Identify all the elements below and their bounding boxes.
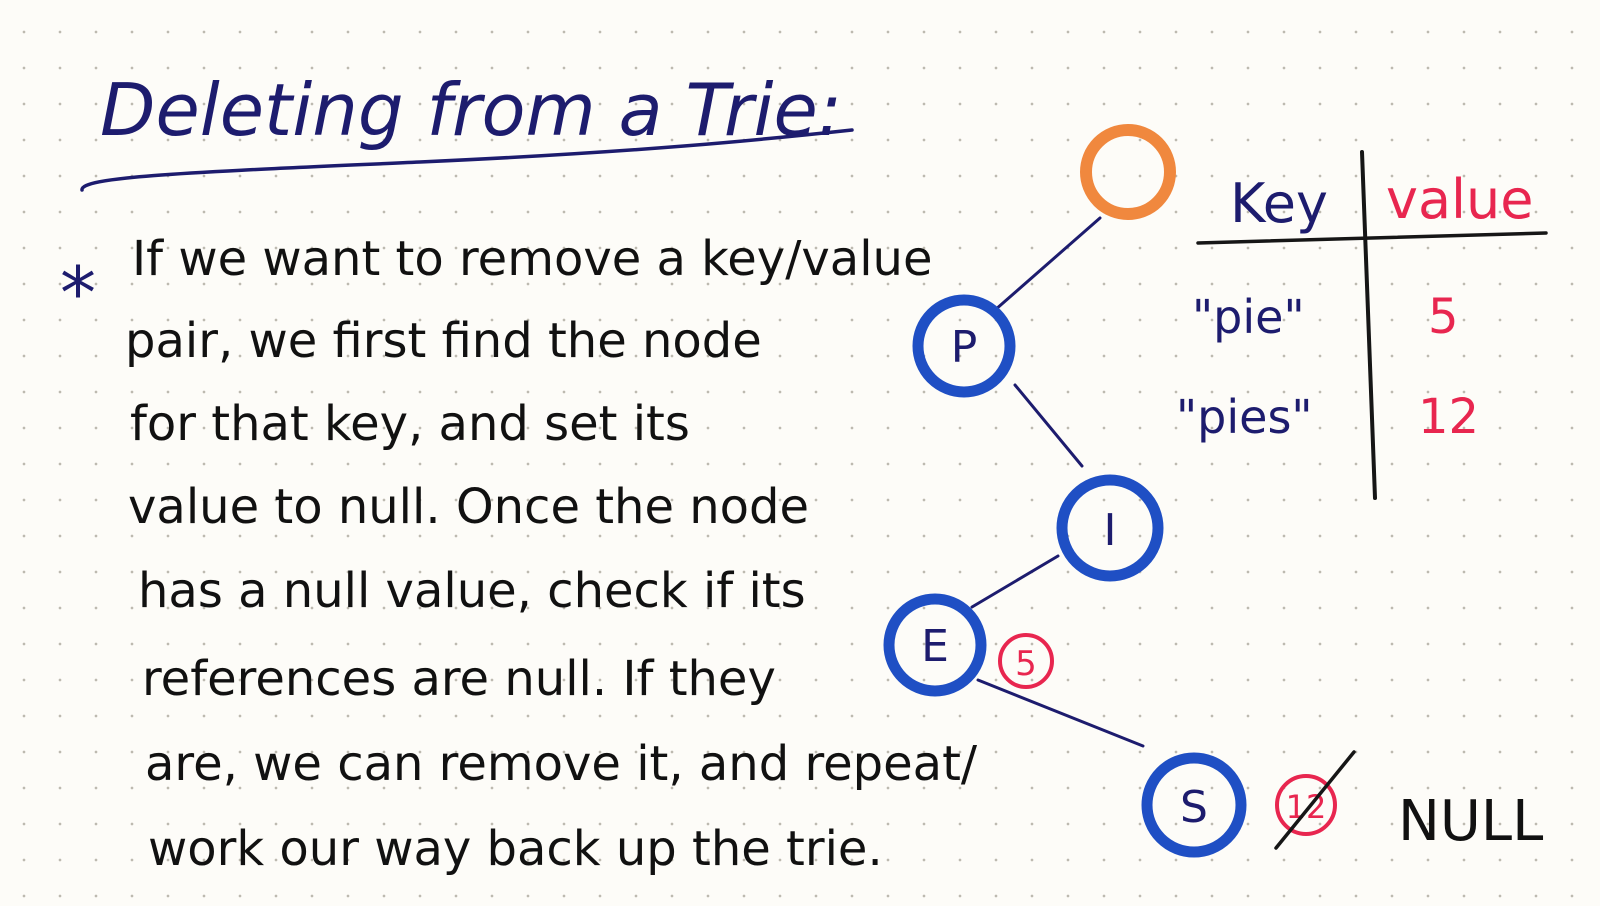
node-circle bbox=[1056, 474, 1164, 582]
body-line: for that key, and set its bbox=[130, 396, 690, 452]
trie-edges bbox=[970, 216, 1145, 748]
badge-circle bbox=[998, 633, 1054, 689]
null-label: NULL bbox=[1398, 789, 1543, 854]
body-line: If we want to remove a key/value bbox=[132, 231, 932, 287]
node-label-p: P bbox=[951, 322, 978, 373]
table-header-rule bbox=[1196, 231, 1548, 245]
body-line: work our way back up the trie. bbox=[148, 821, 883, 877]
table-value-header: value bbox=[1386, 168, 1534, 231]
cross-out-stroke bbox=[1274, 750, 1356, 850]
node-circle bbox=[883, 593, 987, 697]
trie-node-e: E bbox=[883, 593, 987, 697]
node-label-e: E bbox=[921, 621, 949, 672]
node-label-s: S bbox=[1180, 782, 1208, 833]
trie-root-node bbox=[1080, 124, 1176, 220]
body-line: pair, we first find the node bbox=[125, 313, 762, 369]
body-line: references are null. If they bbox=[142, 651, 776, 707]
node-label-i: I bbox=[1104, 505, 1117, 556]
table-row-key: "pies" bbox=[1176, 390, 1313, 444]
trie-node-i: I bbox=[1056, 474, 1164, 582]
node-circle bbox=[1141, 752, 1247, 858]
value-badge-s: 12 bbox=[1274, 750, 1356, 850]
key-value-table: Key value "pie" 5 "pies" 12 bbox=[1176, 150, 1548, 500]
body-line: value to null. Once the node bbox=[128, 479, 809, 535]
title-underline bbox=[80, 128, 854, 192]
bullet-asterisk: * bbox=[60, 251, 96, 335]
page-title: Deleting from a Trie: bbox=[100, 68, 842, 152]
body-line: are, we can remove it, and repeat/ bbox=[145, 736, 978, 792]
edge-p-i bbox=[1013, 383, 1084, 468]
node-circle bbox=[912, 294, 1016, 398]
table-row-value: 12 bbox=[1418, 389, 1479, 445]
badge-value-e: 5 bbox=[1015, 644, 1037, 684]
trie-node-p: P bbox=[912, 294, 1016, 398]
body-text: If we want to remove a key/value pair, w… bbox=[125, 231, 978, 877]
table-row-value: 5 bbox=[1428, 289, 1459, 345]
badge-circle bbox=[1275, 774, 1337, 836]
trie-node-s: S bbox=[1141, 752, 1247, 858]
value-badge-e: 5 bbox=[998, 633, 1054, 689]
edge-e-s bbox=[976, 678, 1145, 748]
table-vertical-rule bbox=[1360, 150, 1377, 500]
table-key-header: Key bbox=[1230, 172, 1328, 235]
table-row-key: "pie" bbox=[1192, 290, 1305, 344]
edge-root-p bbox=[993, 216, 1102, 312]
edge-i-e bbox=[970, 554, 1060, 609]
body-line: has a null value, check if its bbox=[138, 563, 806, 619]
